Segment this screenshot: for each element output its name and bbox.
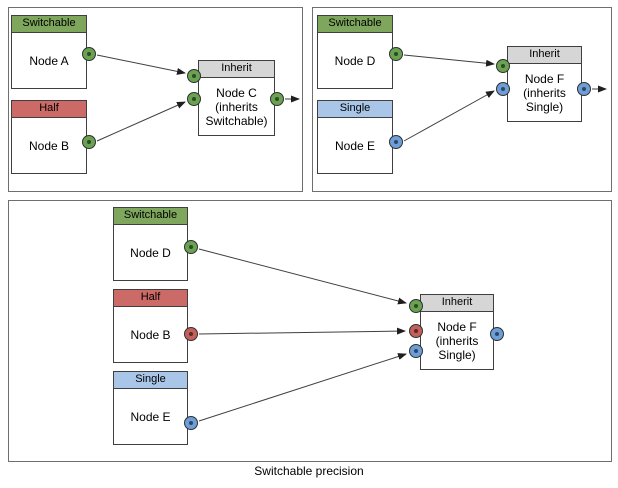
node-f-output-port[interactable]	[577, 82, 591, 96]
node-e[interactable]: Single Node E	[317, 100, 393, 174]
node-d-output-port[interactable]	[389, 47, 403, 61]
panel-bottom	[8, 200, 612, 462]
node-f-label: Node F (inherits Single)	[508, 64, 581, 121]
node-f-bottom-input-port-1[interactable]	[409, 299, 423, 313]
node-b-output-port[interactable]	[82, 135, 96, 149]
node-d[interactable]: Switchable Node D	[317, 15, 393, 89]
node-f-bottom[interactable]: Inherit Node F (inherits Single)	[420, 294, 494, 370]
node-f-bottom-title: Node F	[437, 319, 477, 334]
node-c-label: Node C (inherits Switchable)	[199, 78, 274, 135]
node-d-label: Node D	[334, 53, 376, 68]
node-d-type-badge: Switchable	[318, 16, 392, 33]
node-e-output-port[interactable]	[389, 135, 403, 149]
node-e-bottom[interactable]: Single Node E	[113, 371, 188, 445]
node-f[interactable]: Inherit Node F (inherits Single)	[507, 46, 582, 122]
node-f-bottom-subtitle: (inherits Single)	[435, 333, 479, 362]
node-b-bottom-type-badge: Half	[114, 290, 187, 307]
node-c-input-port-1[interactable]	[187, 69, 201, 83]
node-b-bottom-label: Node B	[130, 327, 171, 342]
node-c-type-badge: Inherit	[199, 61, 274, 78]
figure-caption: Switchable precision	[254, 464, 364, 478]
node-d-bottom-type-badge: Switchable	[114, 208, 187, 225]
node-a-output-port[interactable]	[82, 47, 96, 61]
node-f-type-badge: Inherit	[508, 47, 581, 64]
node-a-type-badge: Switchable	[12, 16, 86, 33]
node-f-bottom-output-port[interactable]	[490, 327, 504, 341]
node-c-title: Node C	[216, 85, 257, 100]
node-d-bottom-output-port[interactable]	[184, 240, 198, 254]
node-f-bottom-label: Node F (inherits Single)	[421, 312, 493, 369]
node-a[interactable]: Switchable Node A	[11, 15, 87, 89]
node-f-input-port-1[interactable]	[496, 59, 510, 73]
node-d-bottom[interactable]: Switchable Node D	[113, 207, 188, 281]
node-c-subtitle: (inherits Switchable)	[205, 99, 268, 128]
node-b-label: Node B	[28, 138, 70, 153]
node-b-bottom-output-port[interactable]	[184, 327, 198, 341]
node-c[interactable]: Inherit Node C (inherits Switchable)	[198, 60, 275, 136]
node-e-label: Node E	[334, 138, 376, 153]
node-e-bottom-type-badge: Single	[114, 372, 187, 389]
node-a-label: Node A	[29, 53, 69, 68]
node-b-bottom[interactable]: Half Node B	[113, 289, 188, 363]
node-f-bottom-type-badge: Inherit	[421, 295, 493, 312]
node-e-type-badge: Single	[318, 101, 392, 118]
node-b-type-badge: Half	[12, 101, 86, 118]
node-e-bottom-output-port[interactable]	[184, 416, 198, 430]
node-c-output-port[interactable]	[270, 92, 284, 106]
node-f-bottom-input-port-3[interactable]	[409, 344, 423, 358]
node-f-bottom-input-port-2[interactable]	[409, 324, 423, 338]
node-d-bottom-label: Node D	[130, 245, 171, 260]
node-b[interactable]: Half Node B	[11, 100, 87, 174]
node-e-bottom-label: Node E	[130, 409, 171, 424]
node-f-input-port-2[interactable]	[496, 82, 510, 96]
node-f-subtitle: (inherits Single)	[523, 85, 566, 114]
node-f-title: Node F	[524, 71, 565, 86]
node-c-input-port-2[interactable]	[187, 92, 201, 106]
